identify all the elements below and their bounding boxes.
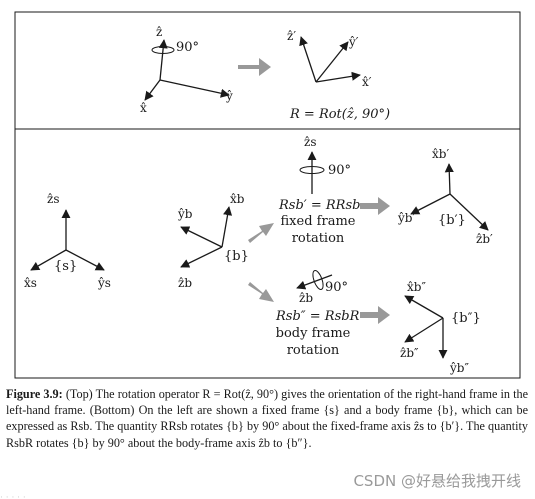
top-left-frame: ẑ x̂ ŷ 90° (140, 25, 233, 115)
frame-b1-label: {b′} (438, 213, 466, 228)
bottom-panel-border (14, 128, 521, 379)
yb2-label: ŷb″ (449, 361, 469, 375)
watermark: CSDN @好悬给我拽开线 (353, 472, 521, 490)
yb-axis-arrow (180, 226, 223, 248)
zb2-axis-arrow (404, 317, 444, 343)
body-rotation-group: ẑb 90° Rsb″ = RsbR body frame rotation (275, 270, 360, 358)
zb1-axis-arrow (449, 193, 489, 231)
body-axis-label: ẑb (299, 291, 313, 305)
z-axis-arrow (158, 39, 168, 81)
figure-caption: Figure 3.9: (Top) The rotation operator … (6, 386, 528, 451)
yb1-label: ŷb′ (397, 211, 415, 225)
yb1-axis-arrow (410, 193, 451, 215)
fixed-result-arrow-icon (360, 197, 390, 215)
xb-axis-arrow (221, 206, 233, 248)
xb2-axis-arrow (404, 295, 444, 319)
z-prime-axis-arrow (299, 36, 317, 83)
zb-axis-arrow (180, 246, 223, 268)
cut-off-next-line: · · · · · (0, 494, 26, 499)
frame-b: ŷb x̂b ẑb {b} (177, 192, 249, 290)
fixed-equation: Rsb′ = RRsb (278, 198, 360, 213)
xb-label: x̂b (230, 192, 245, 206)
frame-b-prime: x̂b′ ŷb′ ẑb′ {b′} (397, 147, 493, 246)
yb-label: ŷb (177, 207, 193, 221)
xs-axis-arrow (30, 249, 67, 271)
body-angle-label: 90° (325, 280, 348, 295)
top-z-label: ẑ (156, 25, 162, 39)
frame-b2-label: {b″} (451, 311, 481, 326)
frame-s: ẑs x̂s ŷs {s} (24, 192, 111, 290)
fixed-rotation-group: ẑs 90° Rsb′ = RRsb fixed frame rotation (278, 135, 360, 246)
caption-text: (Top) The rotation operator R = Rot(ẑ, 9… (6, 387, 529, 450)
frame-b-double-prime: x̂b″ ẑb″ ŷb″ {b″} (400, 280, 481, 375)
top-z-prime-label: ẑ′ (287, 29, 296, 43)
fixed-axis-label: ẑs (304, 135, 316, 149)
caption-label: Figure 3.9: (6, 387, 63, 401)
top-transform-arrow-icon (238, 58, 271, 76)
top-y-label: ŷ (225, 89, 233, 103)
body-caption-line1: body frame (276, 326, 351, 341)
top-x-prime-label: x̂′ (362, 75, 372, 89)
zb2-label: ẑb″ (400, 346, 419, 360)
top-y-prime-label: ŷ′ (348, 35, 359, 49)
body-result-arrow-icon (360, 306, 390, 324)
body-rotation-arrow-icon (312, 270, 324, 290)
body-branch-arrow-icon (248, 282, 274, 302)
body-equation: Rsb″ = RsbR (275, 309, 360, 324)
xs-label: x̂s (24, 276, 37, 290)
figure-diagram: ẑ x̂ ŷ 90° ẑ′ ŷ′ x̂′ R = Rot(ẑ, 90°) ẑs … (14, 11, 521, 379)
fixed-rotation-arrow-icon (299, 166, 325, 174)
xb1-label: x̂b′ (432, 147, 449, 161)
top-equation: R = Rot(ẑ, 90°) (289, 107, 390, 122)
top-right-frame: ẑ′ ŷ′ x̂′ (287, 29, 372, 89)
fixed-caption-line1: fixed frame (281, 214, 356, 229)
frame-b-label: {b} (224, 249, 249, 264)
top-panel-border (14, 11, 521, 130)
y-axis-arrow (159, 79, 230, 98)
y-prime-axis-arrow (315, 41, 349, 83)
rotation-arrow-icon (151, 46, 175, 54)
top-x-label: x̂ (140, 101, 147, 115)
xb2-label: x̂b″ (407, 280, 426, 294)
zs-label: ẑs (47, 192, 59, 206)
xb1-axis-arrow (444, 163, 454, 195)
fixed-angle-label: 90° (328, 163, 351, 178)
top-angle-label: 90° (176, 40, 199, 55)
fixed-branch-arrow-icon (248, 223, 274, 243)
ys-axis-arrow (65, 249, 105, 271)
zb1-label: ẑb′ (476, 232, 493, 246)
frame-s-label: {s} (54, 259, 77, 274)
x-axis-arrow (144, 79, 161, 101)
zb-label: ẑb (178, 276, 192, 290)
ys-label: ŷs (97, 276, 111, 290)
fixed-caption-line2: rotation (292, 231, 345, 246)
body-caption-line2: rotation (287, 343, 340, 358)
x-prime-axis-arrow (315, 71, 361, 83)
